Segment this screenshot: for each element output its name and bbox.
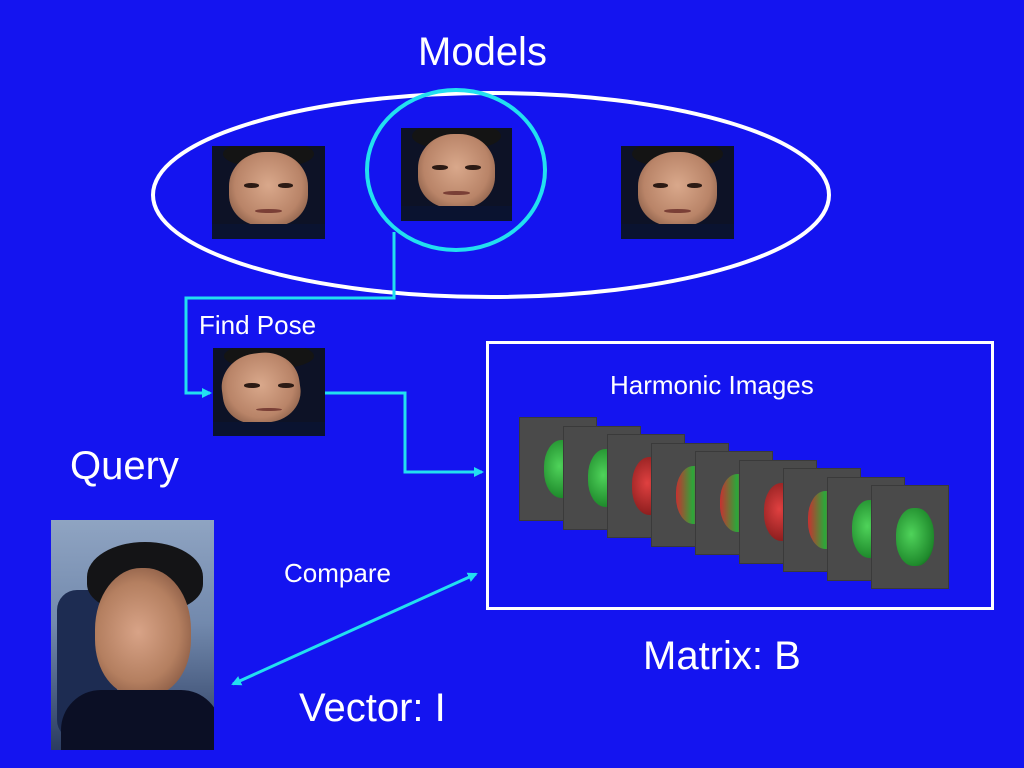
matrix-label: Matrix: B xyxy=(643,634,801,678)
model-face-1 xyxy=(212,146,325,239)
model-face-3 xyxy=(621,146,734,239)
models-title: Models xyxy=(418,30,547,74)
models-ellipse xyxy=(151,91,831,299)
compare-label: Compare xyxy=(284,558,391,588)
find-pose-label: Find Pose xyxy=(199,310,317,340)
posed-model-face xyxy=(213,348,325,436)
selected-model-circle xyxy=(365,88,547,252)
compare-arrow xyxy=(231,572,478,686)
model-face-2 xyxy=(401,128,512,221)
harmonic-images-box xyxy=(486,341,994,610)
harmonic-image-9 xyxy=(872,486,948,588)
vector-label: Vector: I xyxy=(299,686,446,730)
query-label: Query xyxy=(70,444,179,488)
harmonic-images-label: Harmonic Images xyxy=(610,370,814,400)
query-photo xyxy=(51,520,214,750)
find-pose-arrow xyxy=(184,232,396,398)
harmonic-arrow xyxy=(325,391,484,477)
